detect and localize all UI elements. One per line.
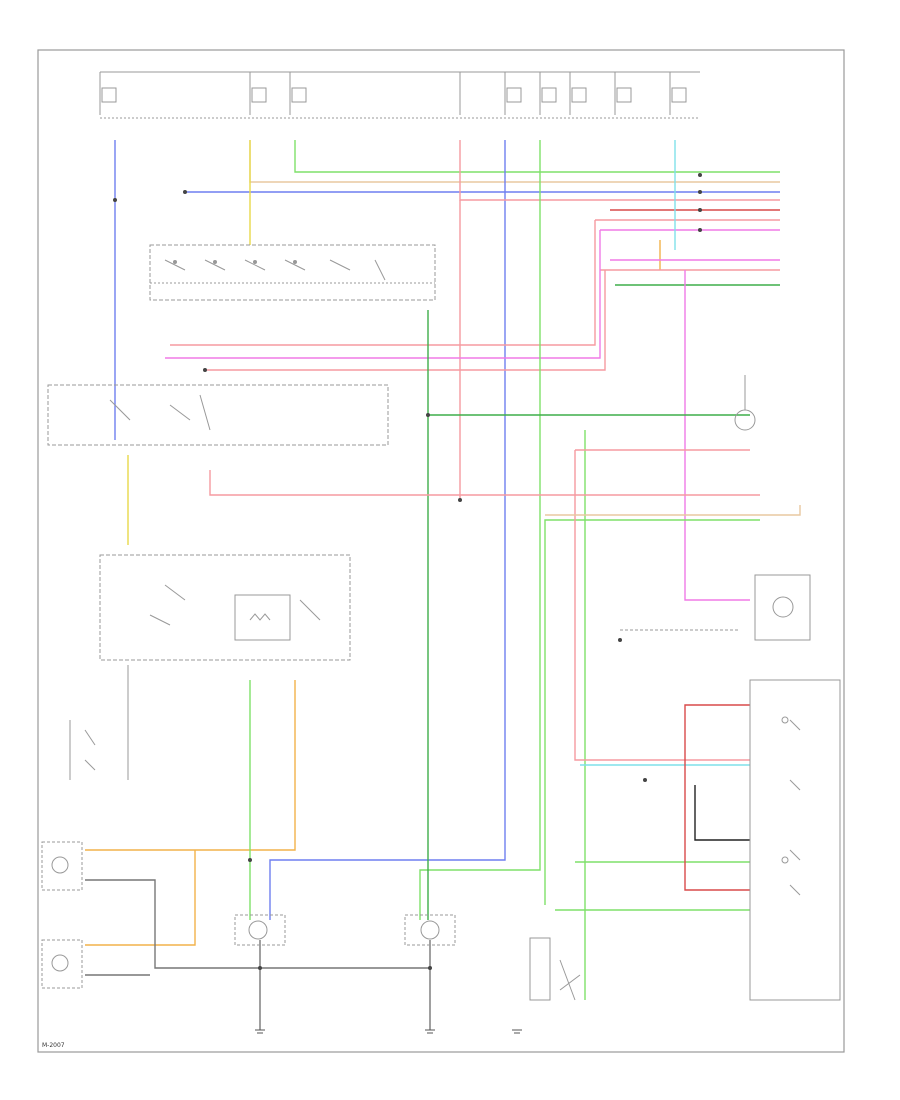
gauge-sensor bbox=[734, 375, 756, 431]
wire-pink-1 bbox=[459, 140, 780, 201]
wire-harness bbox=[85, 140, 801, 1030]
wire-black-cluster bbox=[694, 785, 750, 841]
wire-magenta-right bbox=[684, 270, 750, 601]
wire-ground-1 bbox=[85, 879, 430, 969]
wire-blue-down bbox=[269, 140, 506, 920]
wire-orange-left bbox=[85, 680, 296, 851]
wire-pink-mid-2 bbox=[205, 270, 606, 371]
wire-red-cluster bbox=[684, 704, 750, 891]
wire-green-long bbox=[419, 140, 541, 920]
ground-left-fender bbox=[255, 1029, 265, 1034]
instrument-cluster bbox=[749, 679, 841, 1001]
wire-orange-left-2 bbox=[85, 850, 196, 946]
multifunction-switch bbox=[47, 384, 389, 446]
splice-points bbox=[113, 173, 702, 970]
parking-brake-switch bbox=[69, 665, 129, 780]
daytime-running-lamps-module bbox=[99, 554, 351, 661]
headlamp-switch bbox=[149, 244, 436, 301]
diagram-frame bbox=[37, 49, 845, 1053]
wire-tan-low bbox=[545, 505, 801, 516]
wire-pink-mid-1 bbox=[170, 220, 596, 346]
generic-electronic-module bbox=[620, 574, 811, 641]
wire-magenta-mid bbox=[165, 230, 601, 359]
headlamps bbox=[234, 914, 456, 946]
wire-pink-vert bbox=[574, 450, 750, 761]
ground-symbols bbox=[255, 1029, 522, 1034]
wire-green-h2 bbox=[544, 519, 760, 905]
ground-right-fender bbox=[425, 1029, 435, 1034]
lower-switch bbox=[529, 937, 581, 1001]
park-lamps bbox=[41, 841, 83, 989]
wire-green-top bbox=[294, 140, 780, 173]
ground-left-rear bbox=[512, 1029, 522, 1034]
wire-pink-low bbox=[209, 470, 760, 496]
figure-code: M-2007 bbox=[42, 1042, 65, 1049]
fuse-panel bbox=[99, 71, 700, 119]
